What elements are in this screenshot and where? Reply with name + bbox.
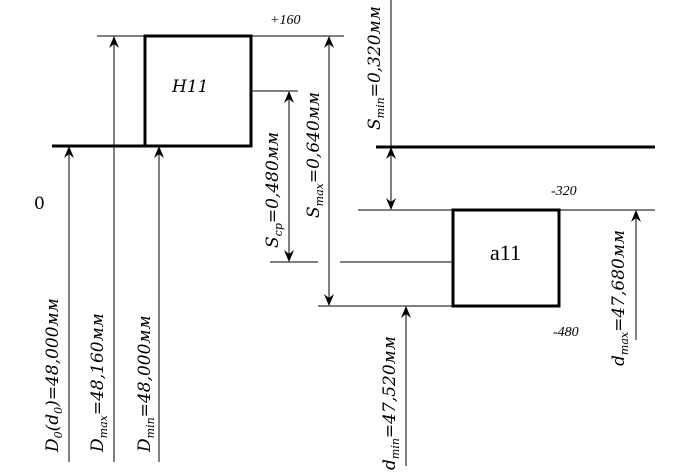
hole-upper-deviation: +160 bbox=[270, 13, 300, 28]
label-scp: Sср=0,480мм bbox=[263, 132, 285, 248]
label-smax: Smax=0,640мм bbox=[304, 92, 326, 218]
label-dmin-hole: Dmin=48,000мм bbox=[135, 315, 157, 453]
label-dmin-shaft: dmin=47,520мм bbox=[380, 336, 402, 470]
shaft-field-label: a11 bbox=[490, 240, 521, 265]
label-d0: D0(d0)=48,000мм bbox=[43, 298, 65, 453]
zero-line-label: 0 bbox=[34, 194, 45, 214]
label-dmax-hole: Dmax=48,160мм bbox=[88, 313, 110, 453]
label-smin: Smin=0,320мм bbox=[365, 6, 387, 130]
shaft-upper-deviation: -320 bbox=[551, 184, 577, 199]
shaft-lower-deviation: -480 bbox=[553, 325, 579, 340]
hole-field-label: H11 bbox=[171, 77, 208, 97]
label-dmax-shaft: dmax=47,680мм bbox=[609, 230, 631, 366]
